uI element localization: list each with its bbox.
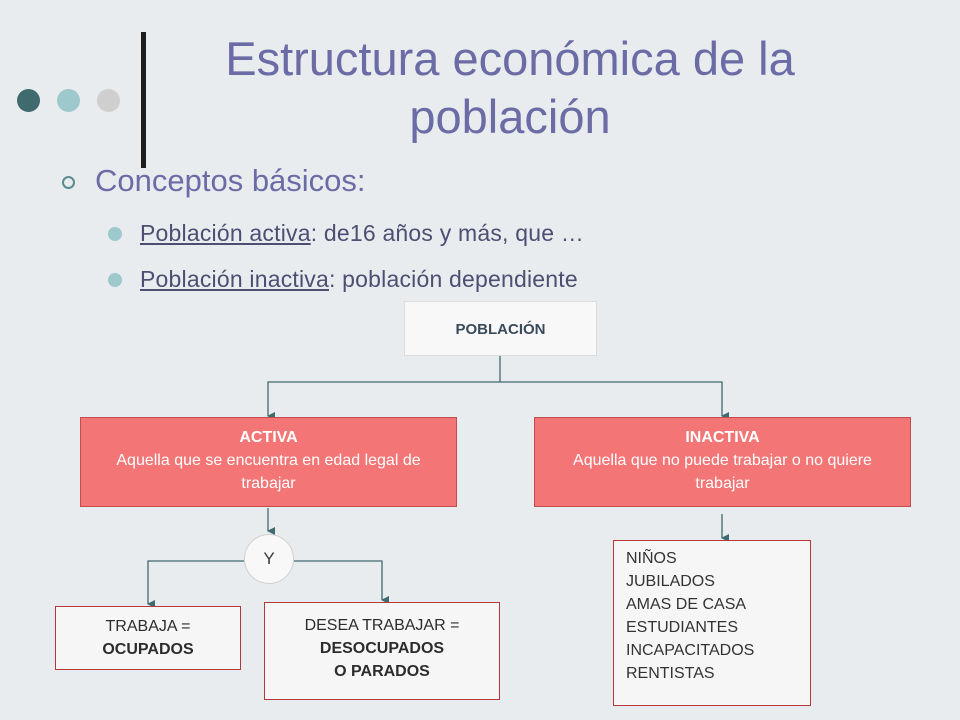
decor-dot-teal <box>57 89 80 112</box>
node-inactiva: INACTIVA Aquella que no puede trabajar o… <box>534 417 911 507</box>
section-heading: Conceptos básicos: <box>95 163 366 198</box>
node-desea-trabajar: DESEA TRABAJAR = DESOCUPADOS O PARADOS <box>264 602 500 700</box>
connector-to-activa <box>267 381 500 420</box>
decor-dot-dark <box>17 89 40 112</box>
node-inactivos-list: NIÑOS JUBILADOS AMAS DE CASA ESTUDIANTES… <box>613 540 811 706</box>
list-item: RENTISTAS <box>626 665 715 682</box>
term-poblacion-inactiva: Población inactiva <box>140 266 329 292</box>
list-item: NIÑOS <box>626 550 677 567</box>
title-divider <box>141 32 146 168</box>
bullet-text: : de16 años y más, que … <box>310 220 584 246</box>
node-desea-line3: O PARADOS <box>334 663 430 680</box>
node-desea-line2: DESOCUPADOS <box>319 640 445 657</box>
decor-dot-grey <box>97 89 120 112</box>
list-item: INCAPACITADOS <box>626 642 755 659</box>
list-item: ESTUDIANTES <box>626 619 739 636</box>
node-poblacion: POBLACIÓN <box>404 301 597 356</box>
bullet-dot-icon <box>108 273 122 287</box>
connector-y-to-trabaja <box>147 560 244 608</box>
node-activa: ACTIVA Aquella que se encuentra en edad … <box>80 417 457 507</box>
connector-to-inactiva <box>500 381 729 420</box>
heading-bullet-icon <box>62 176 75 189</box>
list-item: JUBILADOS <box>626 573 715 590</box>
term-poblacion-activa: Población activa <box>140 220 311 246</box>
node-trabaja: TRABAJA = OCUPADOS <box>55 606 241 670</box>
bullet-item-inactiva: Población inactiva: población dependient… <box>140 266 578 293</box>
node-inactiva-desc: Aquella que no puede trabajar o no quier… <box>573 452 872 492</box>
node-trabaja-line1: TRABAJA = <box>105 618 191 635</box>
bullet-dot-icon <box>108 227 122 241</box>
node-activa-title: ACTIVA <box>239 429 298 446</box>
list-item: AMAS DE CASA <box>626 596 747 613</box>
node-activa-desc: Aquella que se encuentra en edad legal d… <box>116 452 421 492</box>
slide-title: Estructura económica de la población <box>225 32 795 143</box>
node-trabaja-line2: OCUPADOS <box>102 641 194 658</box>
node-desea-line1: DESEA TRABAJAR = <box>304 617 460 634</box>
node-inactiva-title: INACTIVA <box>685 429 760 446</box>
connector-y-to-desea <box>294 560 389 604</box>
bullet-text: : población dependiente <box>329 266 578 292</box>
node-y-join: Y <box>244 534 294 584</box>
bullet-item-activa: Población activa: de16 años y más, que … <box>140 220 584 247</box>
